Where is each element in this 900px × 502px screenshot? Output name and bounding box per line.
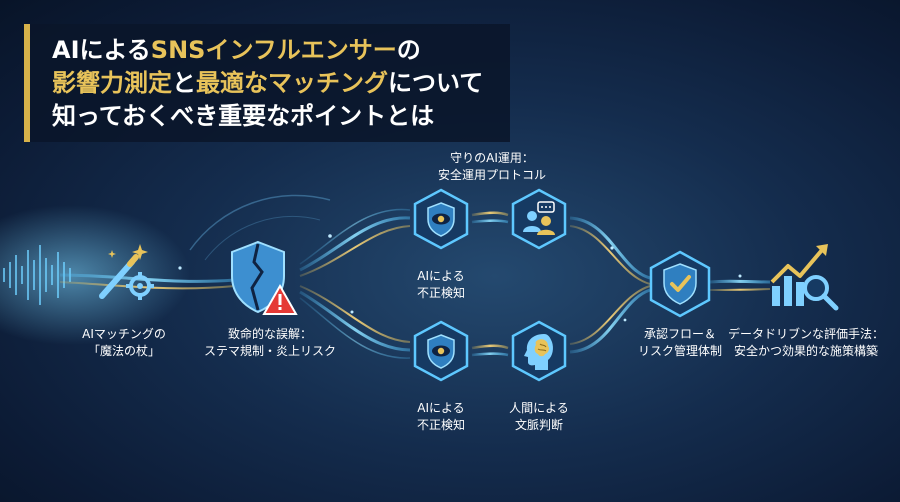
shield-check-icon (646, 250, 714, 318)
node-label-line: ステマ規制・炎上リスク (203, 344, 336, 358)
node-label-line: 不正検知 (416, 418, 465, 432)
node-human-label: 人間による 文脈判断 (439, 400, 639, 434)
node-label-line: AIによる (417, 401, 465, 415)
title-text: について (388, 69, 484, 97)
node-label-line: リスク管理体制 (637, 344, 722, 358)
sparkles (178, 234, 742, 322)
title-text: 知っておくべき重要なポイントとは (52, 102, 435, 130)
growth-chart-magnifier-icon (766, 238, 842, 314)
radar-arc (189, 194, 331, 251)
shield-eye-icon (410, 188, 472, 250)
node-label-line: 「魔法の杖」 (87, 344, 160, 358)
node-label-line: 安全かつ効果的な施策構築 (733, 344, 878, 358)
node-approval-label: 承認フロー＆ リスク管理体制 (580, 326, 780, 360)
title-highlight: 影響力測定 (52, 69, 172, 97)
node-label-line: AIによる (417, 269, 465, 283)
title-line-3: 知っておくべき重要なポイントとは (52, 100, 434, 132)
title-line-2: 影響力測定と最適なマッチングについて (52, 67, 483, 99)
title-panel: AIによるSNSインフルエンサーの 影響力測定と最適なマッチングについて 知って… (24, 24, 510, 142)
protocol-label: 守りのAI運用： 安全運用プロトコル (392, 150, 592, 184)
people-chat-icon (508, 188, 570, 250)
radar-arc-inner (204, 216, 321, 261)
broken-shield-warning-icon (226, 238, 304, 318)
node-fraud-bottom-label: AIによる 不正検知 (341, 400, 541, 434)
node-label-line: 守りのAI運用： (450, 151, 534, 165)
title-line-1: AIによるSNSインフルエンサーの (52, 34, 421, 66)
node-label-line: 致命的な誤解： (227, 327, 312, 341)
node-label-line: 文脈判断 (514, 418, 563, 432)
sound-wave-bars (3, 245, 71, 305)
node-misconception-label: 致命的な誤解： ステマ規制・炎上リスク (170, 326, 370, 360)
node-label-line: 不正検知 (416, 286, 465, 300)
node-magic-wand-label: AIマッチングの 「魔法の杖」 (24, 326, 224, 360)
human-brain-icon (508, 320, 570, 382)
title-text: AIによる (52, 36, 151, 64)
node-label-line: 人間による (509, 401, 569, 415)
node-label-line: 安全運用プロトコル (437, 168, 546, 182)
magic-wand-gear-icon (92, 240, 156, 304)
node-label-line: 承認フロー＆ (643, 327, 716, 341)
shield-eye-icon (410, 320, 472, 382)
node-evaluation-label: データドリブンな評価手法： 安全かつ効果的な施策構築 (706, 326, 900, 360)
node-fraud-top-label: AIによる 不正検知 (341, 268, 541, 302)
node-label-line: AIマッチングの (82, 327, 166, 341)
title-highlight: SNSインフルエンサー (150, 36, 397, 64)
node-label-line: データドリブンな評価手法： (727, 327, 884, 341)
title-text: と (172, 69, 196, 97)
title-highlight: 最適なマッチング (196, 69, 388, 97)
title-text: の (396, 36, 421, 64)
